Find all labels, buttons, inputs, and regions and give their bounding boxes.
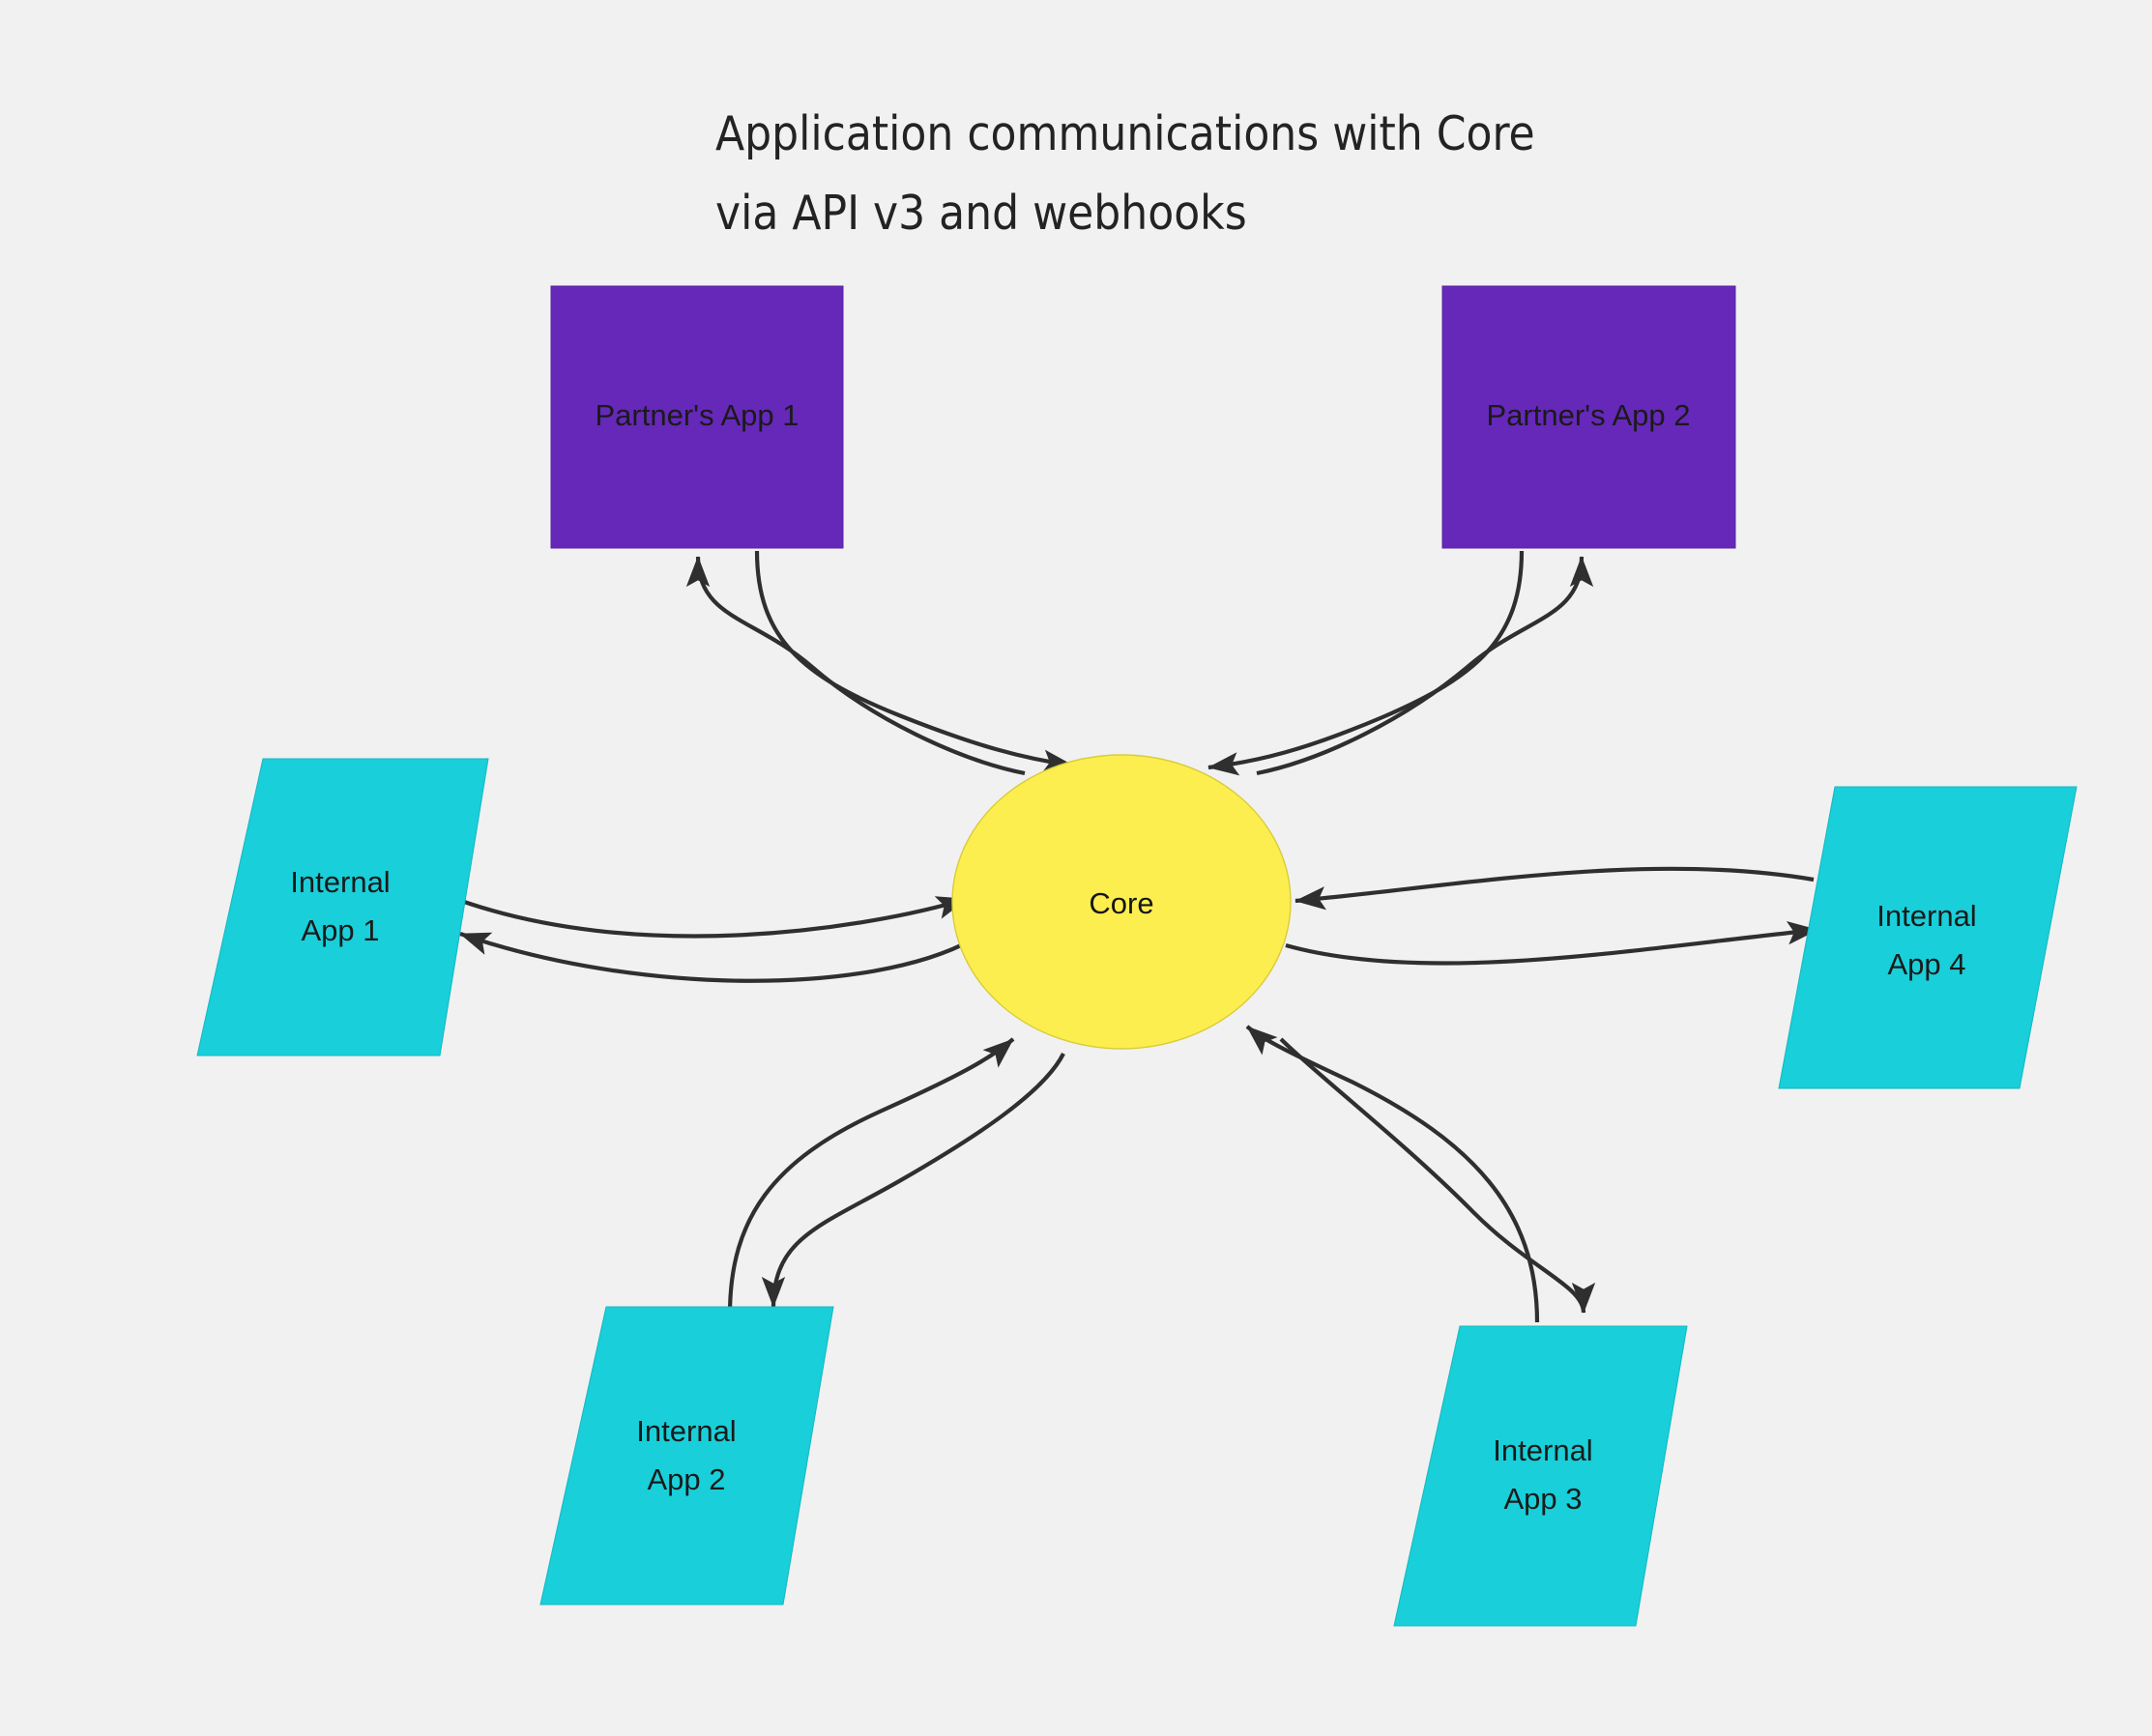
internal-app-4-shape — [1778, 786, 2078, 1089]
internal-app-3-label-line1: Internal — [1493, 1433, 1592, 1467]
internal-app-1-label-line2: App 1 — [301, 913, 379, 947]
partner-app-1-shape — [550, 285, 844, 549]
core-shape — [951, 754, 1292, 1050]
edge-core-to-partner-app-2 — [1256, 556, 1594, 776]
edges-layer — [450, 550, 1818, 1323]
node-partner-app-1[interactable]: Partner's App 1 — [550, 285, 844, 549]
edge-partner-app-2-to-core — [1207, 550, 1525, 776]
internal-app-2-label-line1: Internal — [636, 1414, 736, 1448]
title-line-1: Application communications with Core — [715, 106, 1535, 161]
internal-app-1-shape — [196, 758, 489, 1056]
node-internal-app-4[interactable]: Internal App 4 — [1778, 786, 2078, 1089]
edge-internal-app-2-to-core — [727, 1037, 1015, 1316]
edge-partner-app-1-to-core — [754, 550, 1074, 773]
node-internal-app-3[interactable]: Internal App 3 — [1393, 1325, 1688, 1627]
internal-app-4-label-line2: App 4 — [1887, 947, 1965, 981]
edge-core-to-internal-app-4 — [1285, 920, 1818, 966]
partner-app-2-shape — [1441, 285, 1736, 549]
internal-app-2-shape — [539, 1306, 834, 1606]
node-internal-app-2[interactable]: Internal App 2 — [539, 1306, 834, 1606]
title-line-2: via API v3 and webhooks — [715, 186, 1247, 241]
edge-internal-app-3-to-core — [1245, 1025, 1540, 1323]
internal-app-3-label-line2: App 3 — [1503, 1482, 1582, 1516]
edge-internal-app-4-to-core — [1294, 866, 1815, 911]
edge-core-to-internal-app-2 — [761, 1053, 1065, 1308]
node-partner-app-2[interactable]: Partner's App 2 — [1441, 285, 1736, 549]
partner-app-2-label: Partner's App 2 — [1487, 398, 1691, 432]
internal-app-4-label-line1: Internal — [1876, 899, 1976, 933]
partner-app-1-label: Partner's App 1 — [596, 398, 800, 432]
edge-core-to-partner-app-1 — [685, 556, 1026, 776]
internal-app-1-label-line1: Internal — [290, 865, 390, 899]
internal-app-2-label-line2: App 2 — [647, 1462, 725, 1496]
edge-internal-app-1-to-core — [450, 895, 968, 939]
internal-app-3-shape — [1393, 1325, 1688, 1627]
node-internal-app-1[interactable]: Internal App 1 — [196, 758, 489, 1056]
edge-core-to-internal-app-1 — [459, 932, 974, 983]
node-core[interactable]: Core — [951, 754, 1292, 1050]
core-label: Core — [1089, 886, 1153, 920]
diagram-title: Application communications with Core via… — [715, 106, 1535, 241]
edge-core-to-internal-app-3 — [1279, 1037, 1596, 1314]
